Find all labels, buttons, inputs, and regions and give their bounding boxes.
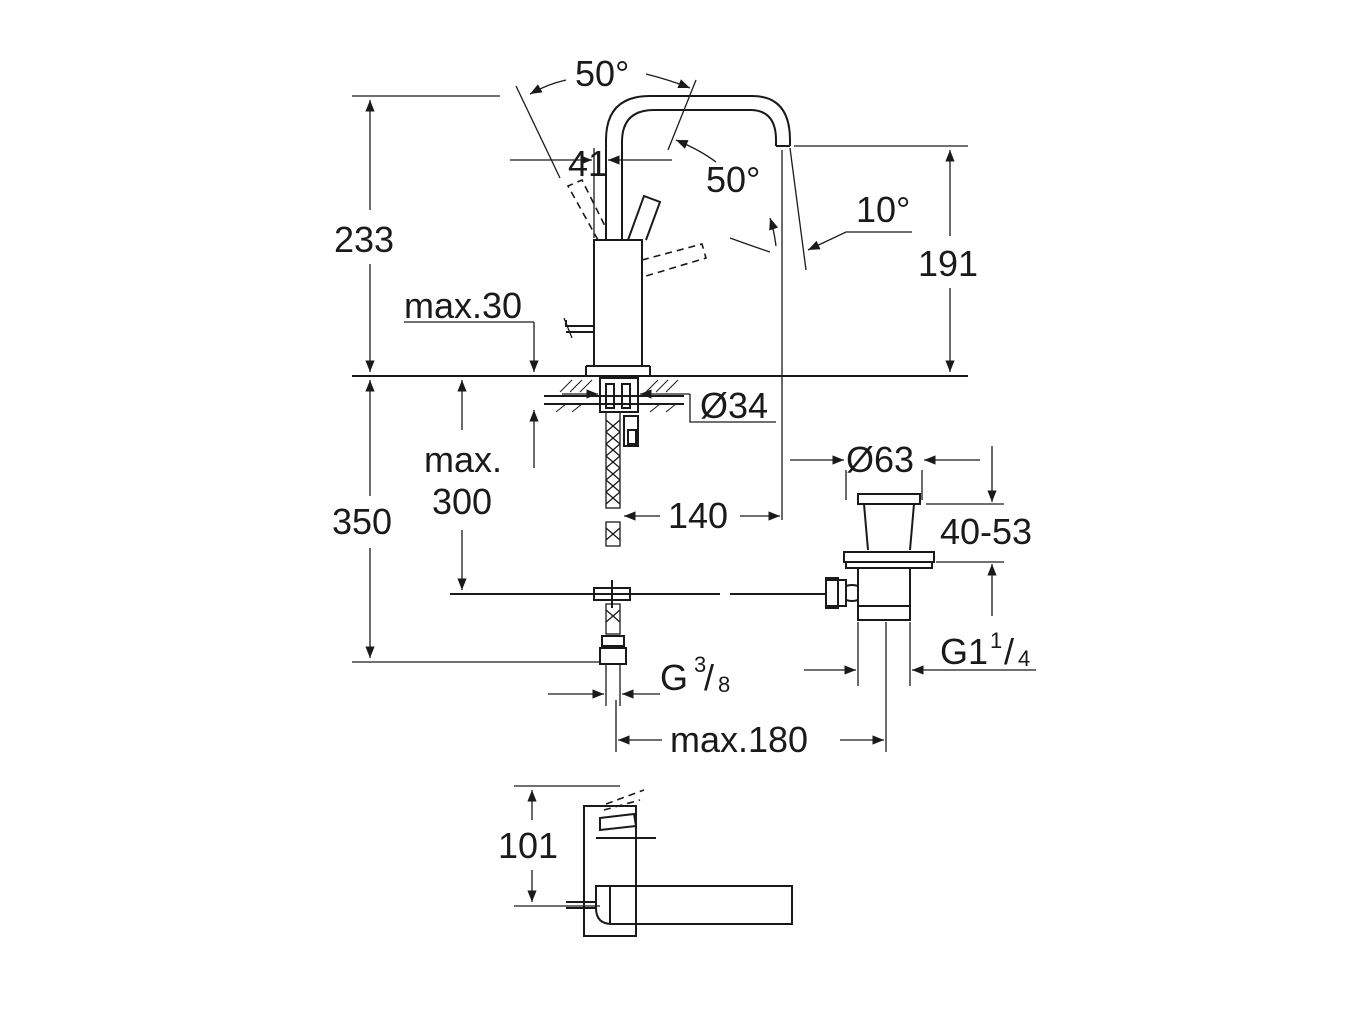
dimension-labels: 50° 50° 10° 41 233 191 max.30 Ø34 max. 3… bbox=[332, 53, 1032, 866]
max300-line1-label: max. bbox=[424, 439, 502, 480]
supply-hose bbox=[599, 411, 627, 665]
dimension-lines bbox=[352, 73, 1036, 752]
max180-label: max.180 bbox=[670, 719, 808, 760]
lever-ghost-left bbox=[566, 178, 607, 241]
angle-top-label: 50° bbox=[575, 53, 629, 94]
max30-label: max.30 bbox=[404, 285, 522, 326]
lever-ghost-right bbox=[641, 243, 707, 277]
spout-inner bbox=[621, 109, 777, 240]
dia34-label: Ø34 bbox=[700, 385, 768, 426]
thread-g1-denominator: 4 bbox=[1018, 646, 1030, 671]
top-view bbox=[514, 785, 793, 937]
depth-350-label: 350 bbox=[332, 501, 392, 542]
popup-rod bbox=[565, 320, 594, 333]
faucet-column bbox=[593, 239, 643, 367]
thread-g38-slash: / bbox=[704, 657, 714, 698]
max300-line2-label: 300 bbox=[432, 481, 492, 522]
popup-linkage bbox=[450, 580, 826, 608]
faucet-body bbox=[352, 95, 968, 377]
dist-140-label: 140 bbox=[668, 495, 728, 536]
pop-up-waste bbox=[825, 493, 935, 621]
height-101-label: 101 bbox=[498, 825, 558, 866]
thread-g1-slash: / bbox=[1004, 631, 1014, 672]
thread-g38-denominator: 8 bbox=[718, 672, 730, 697]
angle-side-label: 50° bbox=[706, 159, 760, 200]
thread-g1-numerator: 1 bbox=[990, 628, 1002, 653]
height-233-label: 233 bbox=[334, 219, 394, 260]
lever-handle bbox=[627, 194, 662, 241]
thread-g38-label: G bbox=[660, 657, 688, 698]
range-40-53-label: 40-53 bbox=[940, 511, 1032, 552]
thread-g38-numerator: 3 bbox=[694, 652, 706, 677]
height-191-label: 191 bbox=[918, 243, 978, 284]
mounting-detail bbox=[544, 377, 684, 447]
width-41-label: 41 bbox=[568, 143, 608, 184]
angle-small-label: 10° bbox=[856, 189, 910, 230]
spout-outer bbox=[605, 95, 791, 240]
dia63-label: Ø63 bbox=[846, 439, 914, 480]
thread-g1-label: G1 bbox=[940, 631, 988, 672]
